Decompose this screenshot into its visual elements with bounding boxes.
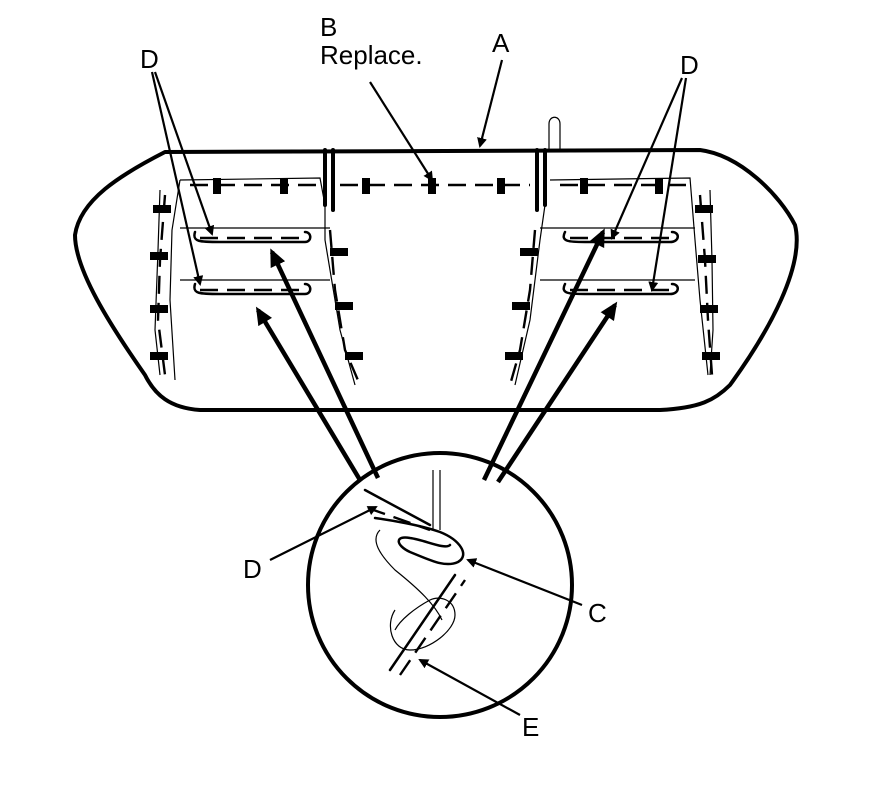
detail-wire-e	[388, 573, 457, 672]
arrow-c	[466, 558, 583, 607]
arrow-detail-left-2	[269, 248, 381, 479]
cushion-outline	[73, 148, 799, 412]
arrow-a	[477, 59, 504, 148]
left-front-wire-upper	[193, 230, 312, 244]
arrow-e	[418, 659, 521, 716]
left-inner-side-wire	[328, 229, 362, 386]
detail-wire-d	[363, 488, 432, 527]
protruding-wire	[548, 116, 561, 150]
right-front-wire-lower	[562, 282, 679, 296]
label-d-detail: D	[243, 554, 262, 584]
detail-wire-e-dash	[399, 579, 466, 676]
arrow-d-detail	[269, 506, 378, 561]
right-side-wire	[698, 194, 714, 376]
label-b: B	[320, 12, 337, 42]
right-inner-side-wire	[508, 229, 537, 386]
arrow-d-left-2	[150, 71, 204, 286]
detail-circle	[306, 451, 574, 719]
arrow-detail-left-1	[255, 306, 362, 482]
right-front-wire-upper	[562, 230, 679, 244]
label-d-right: D	[680, 50, 699, 80]
arrow-d-right-2	[648, 77, 688, 292]
arrow-detail-right-2	[496, 301, 618, 484]
label-c: C	[588, 598, 607, 628]
detail-hook	[373, 516, 465, 566]
label-b-note: Replace.	[320, 40, 423, 70]
left-front-wire-lower	[193, 282, 312, 296]
label-e: E	[522, 712, 539, 742]
left-panel-outline	[169, 177, 356, 386]
detail-vertical-wire	[432, 470, 441, 530]
left-side-wire	[156, 194, 167, 376]
arrow-d-left-1	[153, 71, 215, 236]
label-d-left: D	[140, 44, 159, 74]
label-a: A	[492, 28, 510, 58]
arrow-d-right-1	[610, 77, 684, 240]
arrow-detail-right-1	[481, 228, 606, 481]
hog-ring-clips	[150, 178, 720, 360]
arrow-b	[369, 81, 434, 182]
